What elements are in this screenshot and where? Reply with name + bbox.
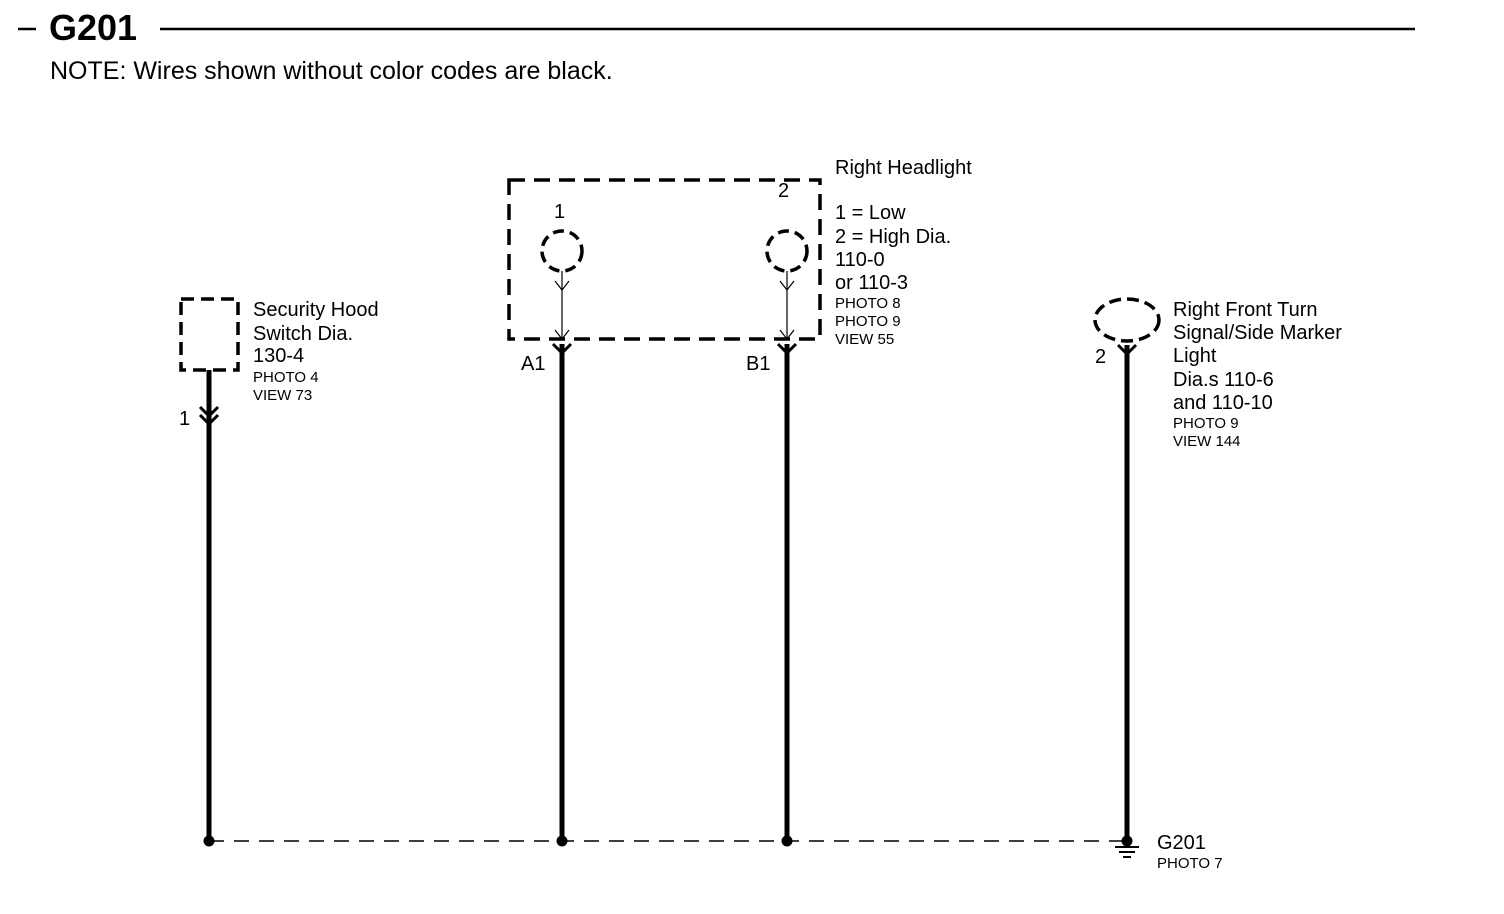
headlight-photo-1: PHOTO 8 bbox=[835, 295, 901, 312]
headlight-dia-2: or 110-3 bbox=[835, 272, 908, 294]
splice-point-4 bbox=[1121, 835, 1133, 847]
ground-photo: PHOTO 7 bbox=[1157, 855, 1223, 872]
connector-hood-switch-icon-1 bbox=[198, 405, 220, 419]
low-beam-lead-arrow-bottom bbox=[554, 329, 570, 340]
headlight-legend-high: 2 = High Dia. bbox=[835, 226, 951, 248]
turn-signal-component: Right Front Turn Signal/Side Marker Ligh… bbox=[1093, 297, 1342, 450]
high-beam-bulb-icon bbox=[765, 229, 809, 273]
ground-name: G201 bbox=[1157, 832, 1206, 854]
low-beam-bulb-icon bbox=[540, 229, 584, 273]
turn-signal-pin-label: 2 bbox=[1095, 346, 1106, 368]
connector-turn-signal-icon bbox=[1116, 343, 1138, 357]
note-text: NOTE: Wires shown without color codes ar… bbox=[50, 57, 613, 85]
high-beam-lead-arrow-bottom bbox=[779, 329, 795, 340]
high-beam-lead-arrow bbox=[779, 280, 795, 291]
connector-a1-icon bbox=[551, 342, 573, 356]
splice-point-1 bbox=[203, 835, 215, 847]
terminal-a1-label: A1 bbox=[521, 353, 545, 375]
headlight-pin1-label: 1 bbox=[554, 201, 565, 223]
hood-switch-pin-label: 1 bbox=[179, 408, 190, 430]
headlight-title: Right Headlight bbox=[835, 157, 972, 179]
hood-switch-line2: Switch Dia. bbox=[253, 323, 353, 345]
splice-point-2 bbox=[556, 835, 568, 847]
turn-signal-line1: Right Front Turn bbox=[1173, 299, 1318, 321]
headlight-photo-2: PHOTO 9 bbox=[835, 313, 901, 330]
hood-switch-line1: Security Hood bbox=[253, 299, 379, 321]
headlight-component: 1 2 Right Headlight 1 = Low 2 = High Dia… bbox=[507, 157, 972, 375]
headlight-view: VIEW 55 bbox=[835, 331, 894, 348]
turn-signal-line5: and 110-10 bbox=[1173, 392, 1273, 414]
turn-signal-photo: PHOTO 9 bbox=[1173, 415, 1239, 432]
hood-switch-line3: 130-4 bbox=[253, 345, 304, 367]
headlight-box bbox=[507, 178, 822, 341]
hood-switch-box bbox=[179, 297, 240, 372]
connector-hood-switch-icon-2 bbox=[198, 413, 220, 427]
connector-b1-icon bbox=[776, 342, 798, 356]
page-title: G201 bbox=[49, 7, 137, 48]
headlight-pin2-label: 2 bbox=[778, 180, 789, 202]
turn-signal-view: VIEW 144 bbox=[1173, 433, 1241, 450]
turn-signal-bulb-icon bbox=[1093, 297, 1161, 343]
terminal-b1-label: B1 bbox=[746, 353, 770, 375]
splice-point-3 bbox=[781, 835, 793, 847]
hood-switch-view: VIEW 73 bbox=[253, 387, 312, 404]
low-beam-lead-arrow bbox=[554, 280, 570, 291]
hood-switch-photo: PHOTO 4 bbox=[253, 369, 319, 386]
turn-signal-line4: Dia.s 110-6 bbox=[1173, 369, 1274, 391]
headlight-legend-low: 1 = Low bbox=[835, 202, 906, 224]
ground-icon bbox=[1115, 846, 1139, 858]
turn-signal-line3: Light bbox=[1173, 345, 1217, 367]
headlight-dia-1: 110-0 bbox=[835, 249, 885, 271]
hood-switch-component: Security Hood Switch Dia. 130-4 PHOTO 4 … bbox=[179, 297, 379, 430]
turn-signal-line2: Signal/Side Marker bbox=[1173, 322, 1342, 344]
